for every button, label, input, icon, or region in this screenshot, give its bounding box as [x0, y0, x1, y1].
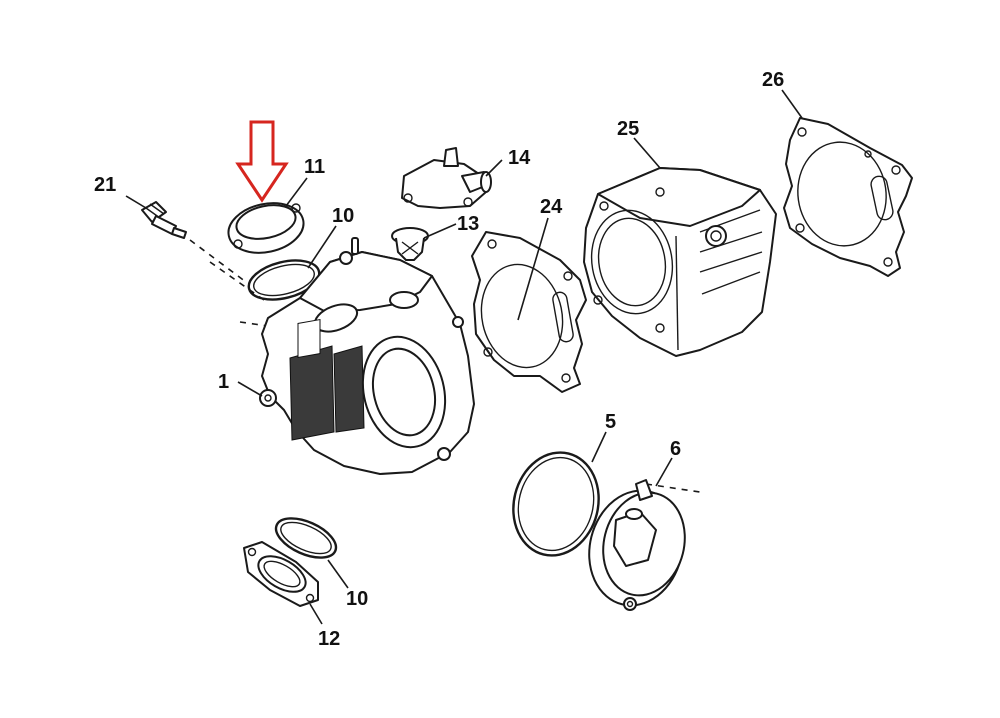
callout-1: 1 — [218, 371, 229, 393]
callout-26: 26 — [762, 69, 784, 91]
part-24-gasket — [471, 231, 587, 393]
part-5-o-ring — [512, 451, 600, 557]
callout-5: 5 — [605, 411, 616, 433]
highlight-arrow — [235, 120, 289, 203]
callout-21: 21 — [94, 174, 116, 196]
part-6-cover — [588, 479, 686, 611]
callout-14: 14 — [508, 147, 531, 169]
part-13-thermostat — [391, 227, 429, 261]
part-25-cylinder — [583, 167, 777, 357]
callout-10-upper: 10 — [332, 205, 354, 227]
leader-lines — [125, 89, 803, 625]
callout-10-lower: 10 — [346, 588, 368, 610]
callout-labels: 21 11 10 1 14 13 24 25 26 5 6 10 12 — [94, 69, 784, 650]
callout-24: 24 — [540, 196, 563, 218]
part-14-water-outlet — [401, 147, 492, 209]
part-10-o-ring-lower — [274, 517, 338, 559]
callout-25: 25 — [617, 118, 639, 140]
callout-6: 6 — [670, 438, 681, 460]
part-1-cylinder-head — [259, 237, 475, 475]
assembly-lines — [189, 239, 701, 493]
callout-12: 12 — [318, 628, 340, 650]
part-12-cover-plate — [243, 541, 319, 607]
callout-13: 13 — [457, 213, 479, 235]
callout-11: 11 — [304, 156, 325, 178]
part-11-cover — [227, 202, 305, 254]
part-26-gasket — [783, 117, 913, 277]
part-21-sensor — [141, 201, 187, 239]
part-10-o-ring-upper — [247, 259, 321, 301]
